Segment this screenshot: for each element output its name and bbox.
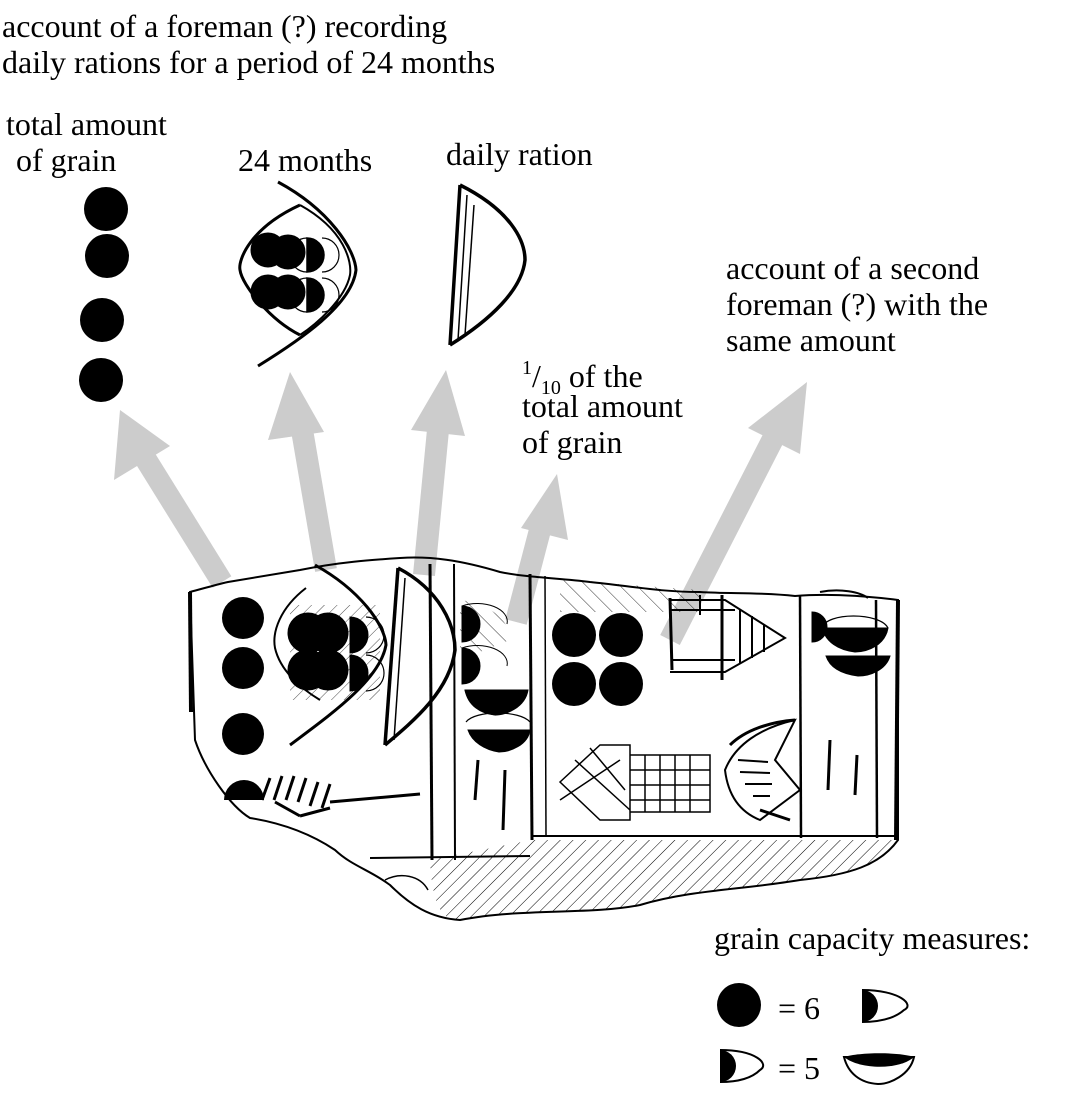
months-label: 24 months — [238, 142, 373, 178]
daily-ration-label: daily ration — [446, 136, 593, 172]
circle-measure-icon — [79, 358, 123, 402]
second-foreman-line-3: same amount — [726, 322, 896, 358]
clay-tablet — [188, 556, 900, 922]
circle-measure-icon — [717, 983, 761, 1027]
bowl-measure-icon — [464, 689, 529, 716]
month-sign-icon — [273, 563, 388, 747]
circle-measure-icon — [599, 613, 643, 657]
circle-measure-icon — [552, 613, 596, 657]
fraction-tail: of the — [560, 358, 643, 394]
legend-title: grain capacity measures: — [714, 920, 1031, 956]
bowl-measure-icon — [821, 627, 889, 653]
legend-row-2-text: = 5 — [778, 1050, 821, 1086]
fraction-label-line-1: 1/10 of the — [522, 350, 643, 406]
half-moon-measure-icon — [861, 989, 909, 1023]
bowl-measure-icon — [842, 1053, 916, 1086]
circle-measure-icon — [222, 713, 264, 755]
total-grain-label-line-2: of grain — [16, 142, 117, 178]
total-grain-signs — [79, 187, 129, 402]
bowl-measure-icon — [467, 729, 531, 753]
circle-measure-icon — [85, 234, 129, 278]
arrow-to-24-months — [268, 372, 337, 572]
second-foreman-line-2: foreman (?) with the — [726, 286, 989, 322]
circle-measure-icon — [222, 597, 264, 639]
caption-line-2: daily rations for a period of 24 months — [2, 44, 496, 80]
month-sign-icon — [238, 180, 358, 368]
fraction-label-line-3: of grain — [522, 424, 623, 460]
legend-row-1-text: = 6 — [778, 990, 821, 1026]
fraction-numerator: 1 — [522, 357, 532, 379]
circle-measure-icon — [552, 662, 596, 706]
total-grain-label-line-1: total amount — [6, 106, 167, 142]
arrow-to-total-grain — [114, 410, 232, 588]
ration-sign-icon — [383, 566, 457, 747]
circle-measure-icon — [80, 298, 124, 342]
legend-icons — [717, 983, 916, 1086]
bowl-measure-icon — [825, 655, 891, 677]
second-foreman-line-1: account of a second — [726, 250, 980, 286]
circle-measure-icon — [222, 647, 264, 689]
fraction-denominator: 10 — [540, 377, 561, 399]
circle-measure-icon — [84, 187, 128, 231]
caption-line-1: account of a foreman (?) recording — [2, 8, 448, 44]
fraction-label-line-2: total amount — [522, 388, 683, 424]
arrow-to-daily-ration — [411, 370, 465, 577]
ration-sign-icon — [448, 183, 527, 347]
circle-measure-icon — [599, 662, 643, 706]
fraction-signs — [461, 603, 531, 831]
fraction-slash: / — [532, 358, 541, 394]
half-moon-measure-icon — [719, 1049, 765, 1083]
